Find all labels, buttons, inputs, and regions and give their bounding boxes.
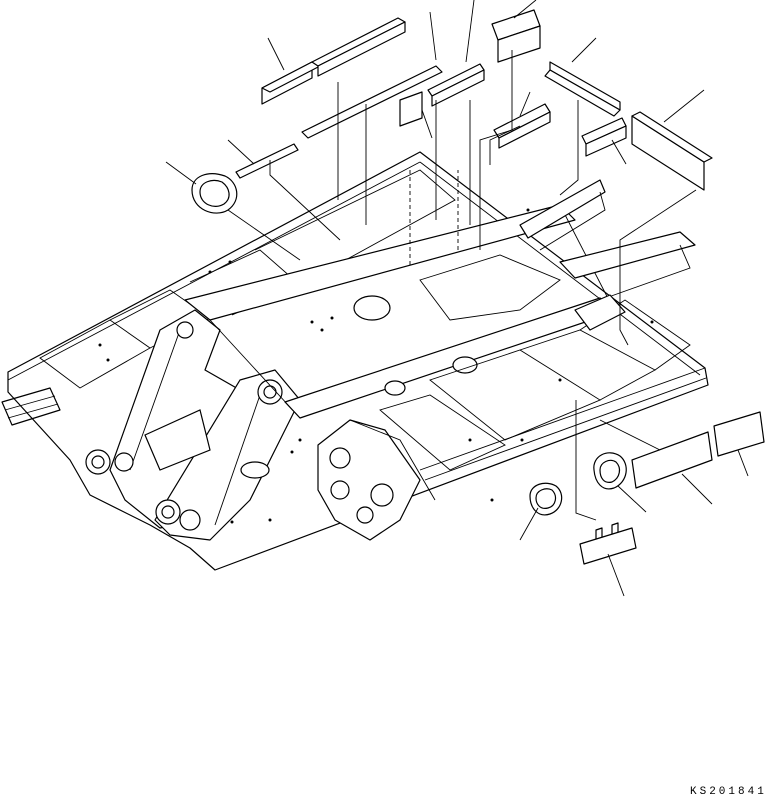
- installation-leaders: [227, 50, 697, 521]
- callout-pad-mid: [519, 91, 531, 117]
- callout-strip-left: [227, 139, 255, 165]
- callout-long-strip-right: [571, 37, 597, 63]
- drawing-id-label: KS201841: [690, 786, 767, 798]
- callout-long-pad-far-right: [663, 89, 705, 123]
- callout-long-pad-lower-right: [681, 473, 713, 505]
- callout-long-strip-upper: [429, 11, 437, 61]
- callout-pad-top-center: [513, 0, 537, 19]
- callout-grommet-lower: [519, 507, 539, 541]
- callout-slotted-plate: [607, 553, 625, 597]
- loose-parts: [191, 9, 765, 565]
- callout-pad-lower-right: [737, 449, 749, 477]
- callout-square-pad: [421, 109, 433, 139]
- callout-grommet-right: [617, 485, 647, 513]
- frame-bolts: [98, 208, 654, 524]
- callout-pad-right: [611, 139, 627, 165]
- callout-wide-pad-top-left: [267, 37, 285, 71]
- revolving-frame: [1, 151, 709, 571]
- callout-grommet-left: [165, 161, 197, 185]
- callout-leaders: [165, 0, 749, 597]
- callout-pad-upper-mid: [465, 0, 475, 63]
